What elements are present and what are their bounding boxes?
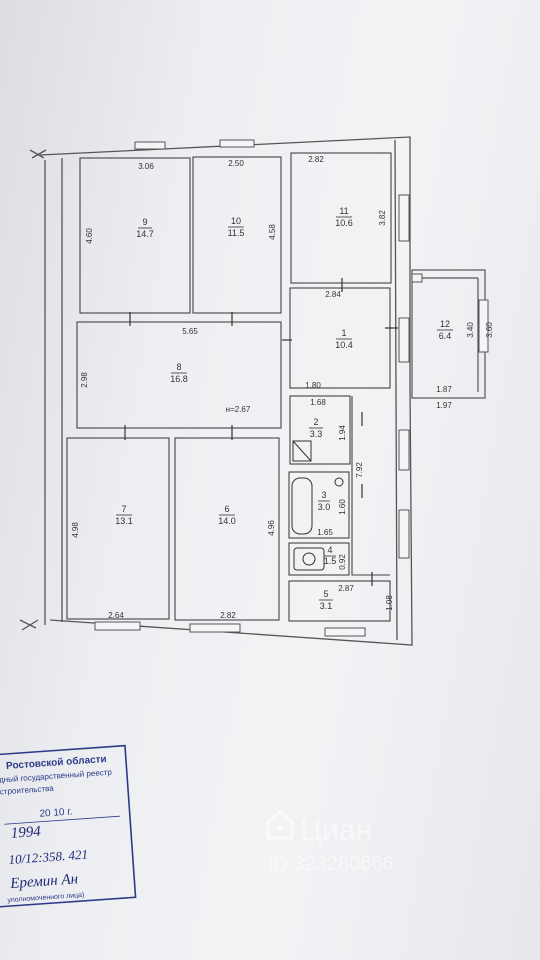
room-7-number: 7 [121, 504, 126, 514]
room-11-number: 11 [339, 206, 348, 216]
room-9-number: 9 [142, 217, 147, 227]
room-8-number: 8 [176, 362, 181, 372]
room-3-number: 3 [321, 490, 326, 500]
dim-label: 2.82 [308, 155, 324, 164]
room-10-area: 11.5 [228, 228, 245, 238]
cian-logo-icon [266, 810, 294, 840]
dim-label: 0.92 [338, 554, 347, 570]
room-labels: 9 14.7 10 11.5 11 10.6 12 6.4 1 10.4 8 1… [115, 206, 453, 611]
dim-label: 4.98 [71, 522, 80, 538]
room-9-area: 14.7 [136, 229, 154, 239]
dim-label: 1.60 [338, 499, 347, 515]
dim-label: 2.98 [80, 372, 89, 388]
room-outlines [66, 152, 392, 622]
dim-label: 2.84 [325, 290, 341, 299]
dim-label: 1.08 [385, 595, 394, 611]
door-marks [124, 278, 398, 586]
watermark-id: ID 323280666 [268, 853, 394, 875]
room-8-area: 16.8 [170, 374, 188, 384]
dim-label: 1.87 [436, 385, 452, 394]
watermark-brand: Циан [300, 814, 372, 847]
dim-label: 1.80 [305, 381, 321, 390]
dimension-labels: 3.06 2.50 2.82 4.60 4.58 3.82 2.84 3.40 … [71, 155, 494, 620]
dim-label: 2.64 [108, 611, 124, 620]
dim-label: 2.82 [220, 611, 236, 620]
room-2-area: 3.3 [310, 429, 323, 439]
dim-label: 4.58 [268, 224, 277, 240]
room-3-area: 3.0 [318, 502, 331, 512]
stamp-signature: Еремин Ан [9, 871, 79, 892]
registry-stamp: Ростовской области дный государственный … [0, 744, 137, 908]
room-6-area: 14.0 [218, 516, 236, 526]
room-1-area: 10.4 [335, 340, 353, 350]
dim-label: 1.68 [310, 398, 326, 407]
dim-label: 4.96 [267, 520, 276, 536]
room-7-area: 13.1 [115, 516, 133, 526]
dim-label: 1.94 [338, 425, 347, 441]
room-12-number: 12 [440, 319, 450, 329]
dim-label: 5.65 [182, 327, 198, 336]
dim-label: 4.60 [85, 228, 94, 244]
stamp-construction: строительства [0, 784, 55, 797]
room-4-number: 4 [327, 545, 332, 555]
room-2-number: 2 [313, 417, 318, 427]
room-11-area: 10.6 [335, 218, 353, 228]
room-1-number: 1 [341, 328, 346, 338]
stamp-date: 20 10 г. [39, 806, 73, 819]
dim-label: 1.97 [436, 401, 452, 410]
room-10-number: 10 [231, 216, 241, 226]
dim-label: н=2.67 [226, 405, 251, 414]
stamp-year: 1994 [10, 824, 42, 842]
windows [94, 139, 489, 637]
dim-label: 3.82 [378, 210, 387, 226]
outer-walls [19, 136, 413, 646]
dim-label: 3.60 [485, 322, 494, 338]
dim-label: 2.50 [228, 159, 244, 168]
stamp-reg-number: 10/12:358. 421 [8, 847, 88, 868]
room-5-area: 3.1 [320, 601, 333, 611]
room-5-number: 5 [323, 589, 328, 599]
dim-label: 3.06 [138, 162, 154, 171]
dim-label: 1.65 [317, 528, 333, 537]
room-12-area: 6.4 [439, 331, 452, 341]
room-6-number: 6 [224, 504, 229, 514]
dim-label: 3.40 [466, 322, 475, 338]
fixtures [291, 440, 344, 571]
room-4-area: 1.5 [324, 556, 337, 566]
dim-label: 7.92 [355, 462, 364, 478]
watermark: Циан ID 323280666 [266, 810, 394, 875]
dim-label: 2.87 [338, 584, 354, 593]
